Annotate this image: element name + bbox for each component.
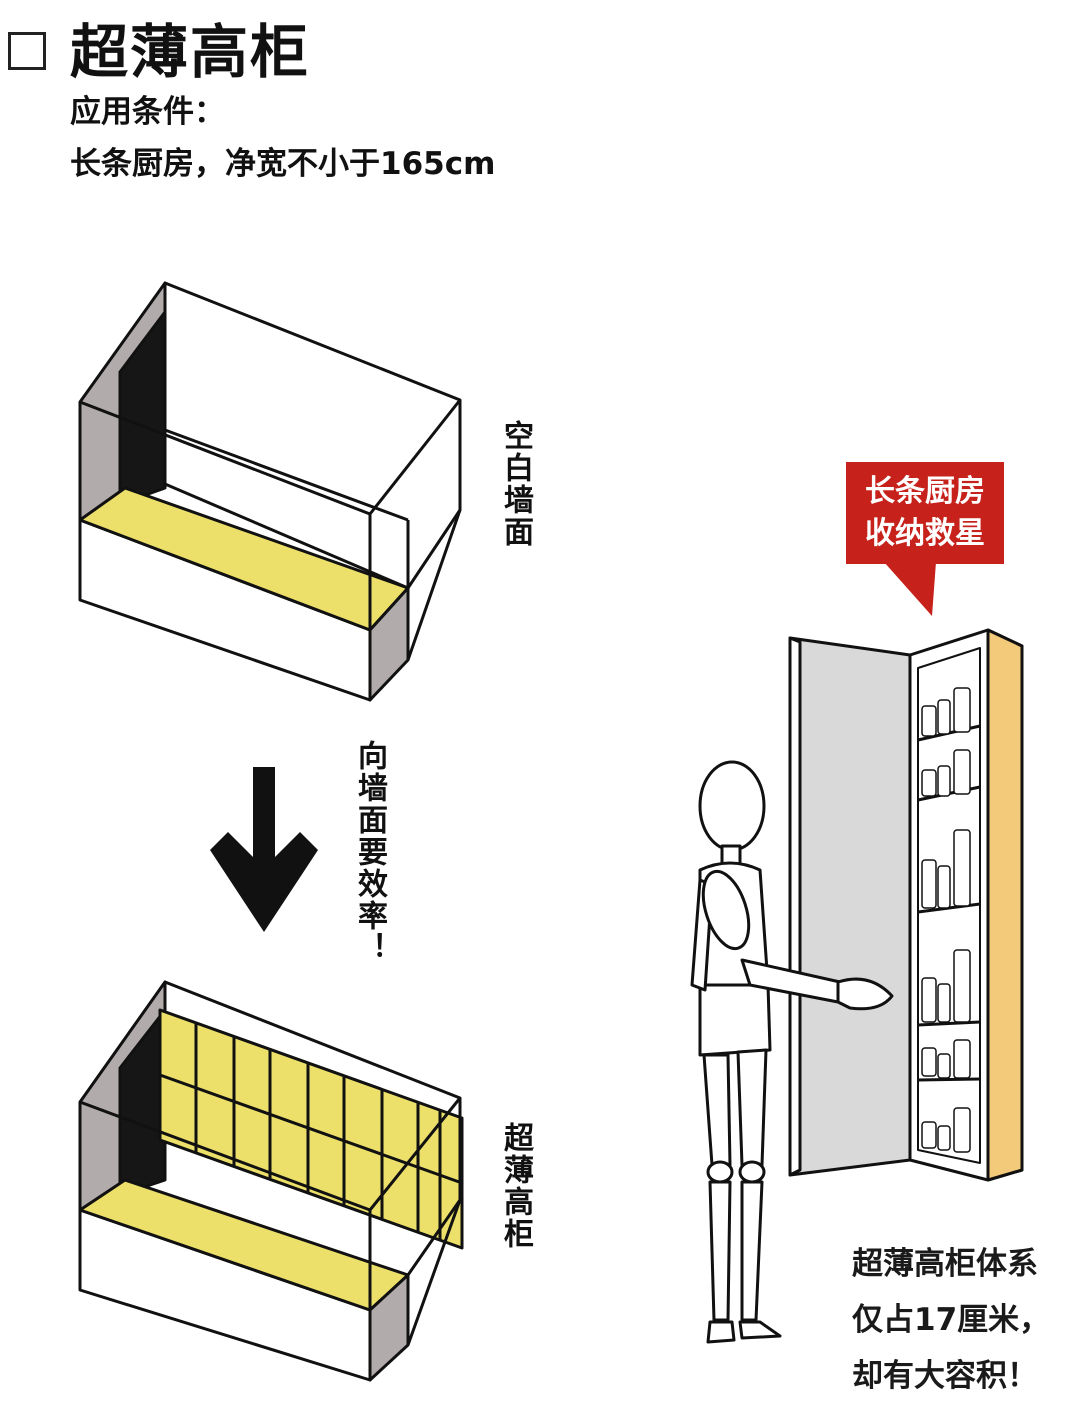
callout-line-1: 长条厨房 [865, 474, 985, 509]
callout-pointer [884, 562, 936, 616]
bottom-note: 超薄高柜体系 仅占17厘米， 却有大容积！ [852, 1236, 1050, 1404]
note-line-3: 却有大容积！ [852, 1358, 1038, 1394]
note-line-2: 仅占17厘米， [852, 1302, 1051, 1338]
callout-line-2: 收纳救星 [865, 516, 985, 551]
blank-wall-label: 空白墙面 [498, 420, 533, 548]
tall-cabinet-icon [788, 628, 1024, 1182]
callout-badge: 长条厨房 收纳救星 [846, 462, 1004, 564]
blank-kitchen-diagram [78, 281, 462, 702]
condition-label: 应用条件： [70, 94, 225, 130]
checkbox-icon[interactable] [8, 32, 46, 70]
condition-text: 长条厨房，净宽不小于165cm [70, 146, 496, 182]
mannequin-icon [690, 760, 894, 1344]
down-arrow-icon [210, 767, 318, 932]
slogan-label: 向墙面要效率！ [352, 740, 387, 964]
page-title: 超薄高柜 [70, 18, 311, 86]
cabinet-kitchen-diagram [78, 980, 464, 1382]
note-line-1: 超薄高柜体系 [852, 1246, 1038, 1282]
thin-cabinet-label: 超薄高柜 [498, 1122, 533, 1250]
